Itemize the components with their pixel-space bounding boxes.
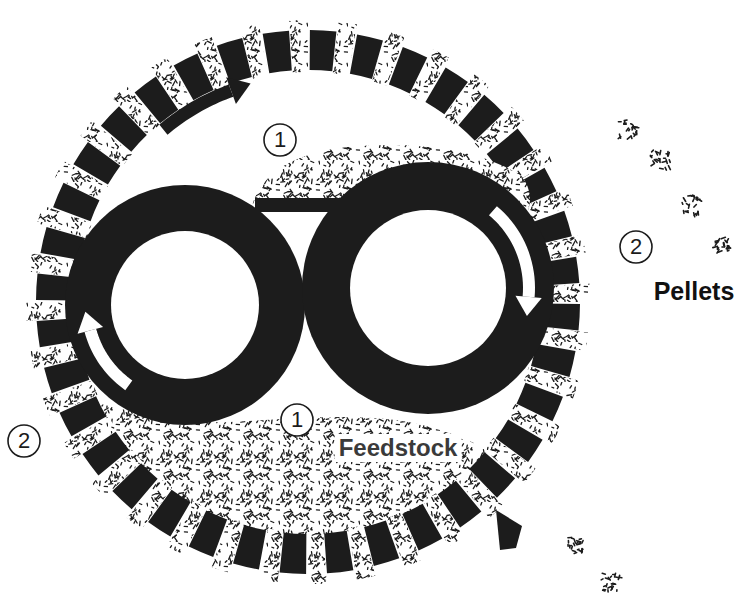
callout-number: 1 [274, 129, 286, 151]
callout-circle [620, 231, 652, 263]
die-block [389, 47, 427, 93]
die-block [496, 419, 543, 461]
pellet [713, 237, 731, 253]
callout-number: 2 [18, 430, 30, 452]
die-block [517, 383, 563, 421]
die-block [364, 521, 399, 566]
callout-number: 2 [630, 236, 642, 258]
pellet [682, 195, 702, 217]
roller [65, 185, 305, 425]
callout-circle [264, 124, 296, 156]
die-block [53, 183, 99, 221]
die-hole [289, 20, 308, 73]
die-block [324, 531, 353, 574]
die-block [458, 95, 503, 141]
die-block [189, 511, 227, 557]
callout-circle [8, 425, 40, 457]
rotation-arrow [78, 312, 129, 385]
die-block [425, 67, 467, 114]
ring-die [26, 20, 590, 584]
pellet [568, 537, 583, 553]
die-block [83, 432, 130, 476]
pellet [601, 573, 622, 592]
part-label: Pellets [654, 279, 735, 304]
die-block [280, 533, 307, 574]
rotation-arrow [163, 77, 250, 130]
cutter-knife [496, 510, 522, 550]
die-block [217, 38, 252, 83]
die-block [60, 396, 107, 436]
die-block [350, 34, 383, 79]
pellet [650, 150, 670, 170]
rotation-arrow [493, 211, 542, 316]
die-block [148, 490, 190, 537]
die-block [112, 463, 157, 509]
die-block [310, 30, 337, 71]
die-block [73, 142, 120, 184]
callout-number: 1 [291, 409, 303, 431]
roller-link [255, 198, 395, 212]
pellet [618, 120, 639, 139]
die-block [174, 54, 214, 101]
die-block [438, 481, 482, 528]
die-block [233, 525, 266, 570]
die-block [263, 31, 292, 74]
feedstock-heap [30, 392, 560, 607]
die-block [101, 106, 147, 151]
part-label: Feedstock [335, 434, 462, 462]
die-block [402, 504, 442, 551]
die-hole [308, 531, 327, 584]
callout-circle [281, 404, 313, 436]
die-block [469, 452, 515, 497]
